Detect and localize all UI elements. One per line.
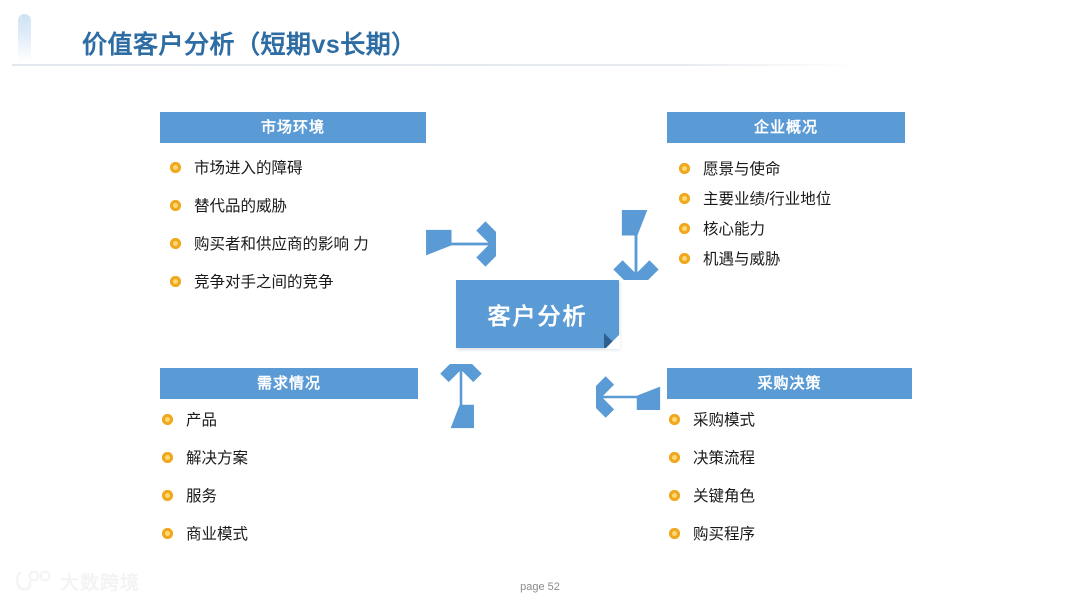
list-item: 愿景与使命	[679, 157, 905, 179]
bullet-dot-icon	[170, 161, 181, 173]
folded-corner-highlight-icon	[605, 334, 620, 349]
bullet-dot-icon	[669, 489, 680, 501]
list-item-label: 解决方案	[186, 450, 249, 467]
list-item-label: 市场进入的障碍	[194, 160, 303, 177]
list-item-label: 主要业绩/行业地位	[703, 191, 832, 208]
title-accent-bar	[18, 14, 31, 62]
watermark-text: 大数跨境	[60, 572, 141, 594]
bullet-dot-icon	[679, 162, 690, 174]
bullet-dot-icon	[170, 275, 181, 287]
bullet-dot-icon	[170, 237, 181, 249]
panel-demand-situation-heading: 需求情况	[160, 368, 418, 399]
list-item: 核心能力	[679, 217, 905, 239]
list-item: 主要业绩/行业地位	[679, 187, 905, 209]
list-item-label: 核心能力	[703, 221, 766, 238]
list-item-label: 采购模式	[693, 412, 756, 429]
page-title: 价值客户分析（短期vs长期）	[82, 31, 417, 59]
brand-mark-icon	[16, 570, 51, 591]
watermark-logo: 大数跨境	[14, 566, 156, 596]
bullet-dot-icon	[669, 451, 680, 463]
list-item-label: 产品	[186, 412, 218, 429]
panel-market-environment-heading: 市场环境	[160, 112, 426, 143]
panel-market-environment: 市场环境 市场进入的障碍 替代品的威胁 购买者和供应商的影响 力 竞争对手之间的…	[160, 112, 426, 308]
panel-demand-situation-list: 产品 解决方案 服务 商业模式	[160, 408, 418, 544]
list-item: 市场进入的障碍	[170, 156, 426, 178]
bullet-dot-icon	[162, 489, 173, 501]
bullet-dot-icon	[162, 451, 173, 463]
list-item: 购买程序	[669, 522, 912, 544]
bullet-dot-icon	[679, 192, 690, 204]
bullet-dot-icon	[162, 413, 173, 425]
title-divider	[12, 64, 860, 66]
list-item: 竞争对手之间的竞争	[170, 270, 426, 292]
page-number: page 52	[520, 581, 560, 593]
list-item: 服务	[162, 484, 418, 506]
list-item: 产品	[162, 408, 418, 430]
arrow-down-right-icon	[424, 208, 509, 285]
bullet-dot-icon	[679, 222, 690, 234]
bullet-dot-icon	[162, 527, 173, 539]
arrow-up-left-icon	[584, 364, 662, 435]
bullet-dot-icon	[170, 199, 181, 211]
panel-purchase-decision-list: 采购模式 决策流程 关键角色 购买程序	[667, 408, 912, 544]
bullet-dot-icon	[669, 527, 680, 539]
list-item-label: 服务	[186, 488, 218, 505]
list-item: 替代品的威胁	[170, 194, 426, 216]
list-item-label: 商业模式	[186, 526, 249, 543]
list-item: 决策流程	[669, 446, 912, 468]
arrow-up-right-icon	[428, 352, 494, 435]
list-item: 解决方案	[162, 446, 418, 468]
list-item: 购买者和供应商的影响 力	[170, 232, 426, 254]
list-item-label: 替代品的威胁	[194, 198, 288, 215]
list-item: 关键角色	[669, 484, 912, 506]
list-item-label: 愿景与使命	[703, 161, 781, 178]
center-node-label: 客户分析	[487, 303, 588, 329]
list-item-label: 机遇与威胁	[703, 251, 781, 268]
panel-demand-situation: 需求情况 产品 解决方案 服务 商业模式	[160, 368, 418, 560]
panel-company-overview-list: 愿景与使命 主要业绩/行业地位 核心能力 机遇与威胁	[667, 157, 905, 269]
panel-purchase-decision: 采购决策 采购模式 决策流程 关键角色 购买程序	[667, 368, 912, 560]
arrow-down-left-icon	[600, 208, 672, 293]
list-item: 商业模式	[162, 522, 418, 544]
panel-market-environment-list: 市场进入的障碍 替代品的威胁 购买者和供应商的影响 力 竞争对手之间的竞争	[160, 156, 426, 292]
bullet-dot-icon	[669, 413, 680, 425]
panel-purchase-decision-heading: 采购决策	[667, 368, 912, 399]
list-item: 采购模式	[669, 408, 912, 430]
center-node-customer-analysis: 客户分析	[456, 280, 620, 349]
list-item: 机遇与威胁	[679, 247, 905, 269]
list-item-label: 购买者和供应商的影响 力	[194, 236, 369, 253]
list-item-label: 关键角色	[693, 488, 756, 505]
panel-company-overview-heading: 企业概况	[667, 112, 905, 143]
bullet-dot-icon	[679, 252, 690, 264]
panel-company-overview: 企业概况 愿景与使命 主要业绩/行业地位 核心能力 机遇与威胁	[667, 112, 905, 277]
list-item-label: 决策流程	[693, 450, 756, 467]
list-item-label: 竞争对手之间的竞争	[194, 274, 334, 291]
list-item-label: 购买程序	[693, 526, 756, 543]
